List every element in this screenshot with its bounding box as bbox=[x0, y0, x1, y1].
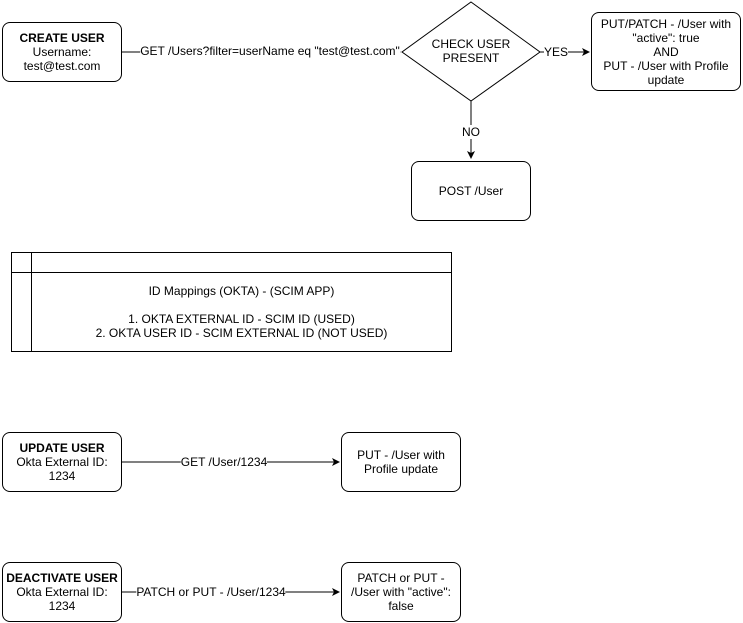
id-mappings-item-1: 1. OKTA EXTERNAL ID - SCIM ID (USED) bbox=[128, 312, 355, 326]
id-mappings-table: ID Mappings (OKTA) - (SCIM APP) 1. OKTA … bbox=[11, 252, 452, 352]
check-user-line2: PRESENT bbox=[442, 51, 500, 65]
no-label: NO bbox=[462, 125, 480, 139]
yes-line1: PUT/PATCH - /User with bbox=[600, 16, 732, 31]
user-present-action-node: PUT/PATCH - /User with "active": true AN… bbox=[591, 12, 741, 91]
yes-line4: PUT - /User with Profile bbox=[603, 58, 729, 73]
id-mappings-item-2: 2. OKTA USER ID - SCIM EXTERNAL ID (NOT … bbox=[95, 326, 388, 340]
deactivate-user-node: DEACTIVATE USER Okta External ID: 1234 bbox=[2, 562, 122, 622]
create-user-line2: test@test.com bbox=[23, 59, 101, 73]
yes-line3: AND bbox=[653, 44, 679, 59]
update-result-node: PUT - /User with Profile update bbox=[341, 432, 461, 492]
create-user-line1: Username: bbox=[32, 45, 92, 59]
post-user-label: POST /User bbox=[438, 184, 504, 198]
id-mappings-body: ID Mappings (OKTA) - (SCIM APP) 1. OKTA … bbox=[32, 273, 451, 351]
update-user-line2: 1234 bbox=[48, 469, 76, 483]
deactivate-user-title: DEACTIVATE USER bbox=[6, 571, 118, 585]
deactivate-result-node: PATCH or PUT - /User with "active": fals… bbox=[341, 562, 461, 622]
update-result-line2: Profile update bbox=[363, 462, 439, 476]
deactivate-user-line2: 1234 bbox=[48, 599, 76, 613]
id-mappings-header-row bbox=[12, 253, 451, 273]
deactivate-result-line1: PATCH or PUT - bbox=[357, 571, 445, 585]
post-user-node: POST /User bbox=[411, 161, 531, 221]
id-mappings-index-column bbox=[31, 253, 32, 351]
deactivate-request-label: PATCH or PUT - /User/1234 bbox=[136, 585, 286, 599]
yes-line5: update bbox=[647, 72, 685, 87]
deactivate-user-line1: Okta External ID: bbox=[16, 585, 108, 599]
update-request-label: GET /User/1234 bbox=[180, 455, 268, 469]
deactivate-result-line2: /User with "active": bbox=[351, 585, 451, 599]
check-user-line1: CHECK USER bbox=[431, 37, 511, 51]
update-result-line1: PUT - /User with bbox=[357, 448, 445, 462]
yes-label: YES bbox=[543, 45, 569, 59]
yes-line2: "active": true bbox=[632, 30, 700, 45]
check-user-decision-label: CHECK USER PRESENT bbox=[432, 37, 511, 65]
update-user-node: UPDATE USER Okta External ID: 1234 bbox=[2, 432, 122, 492]
id-mappings-title: ID Mappings (OKTA) - (SCIM APP) bbox=[148, 284, 335, 298]
update-user-title: UPDATE USER bbox=[19, 441, 105, 455]
create-user-node: CREATE USER Username: test@test.com bbox=[2, 22, 122, 82]
update-user-line1: Okta External ID: bbox=[16, 455, 108, 469]
create-query-label: GET /Users?filter=userName eq "test@test… bbox=[140, 44, 400, 58]
create-user-title: CREATE USER bbox=[19, 31, 105, 45]
deactivate-result-line3: false bbox=[388, 599, 414, 613]
